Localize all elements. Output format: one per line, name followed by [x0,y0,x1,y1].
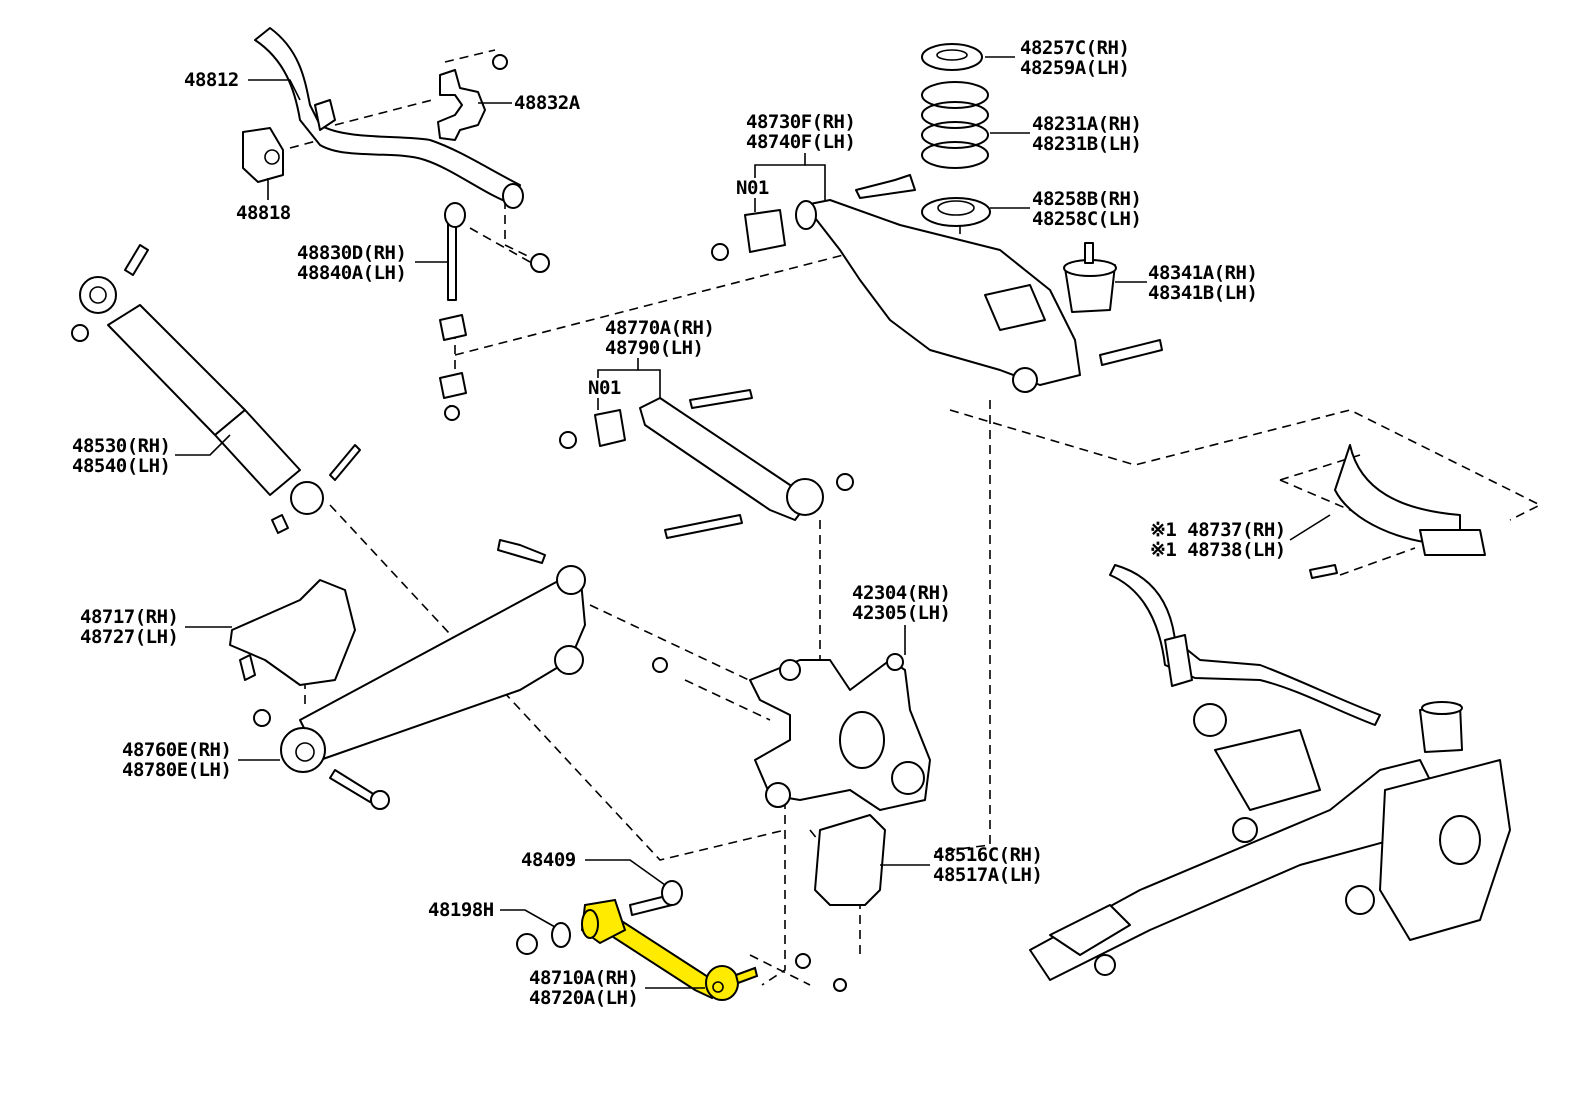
upper-link [559,389,854,539]
stabilizer-bracket [437,54,508,141]
label-n01-upper: N01 [736,178,769,198]
part-number: 48710A(RH) [529,967,639,989]
suspension-cover [1309,444,1486,579]
part-number: 48259A(LH) [1020,57,1130,79]
part-number: 48717(RH) [80,606,179,628]
label-48257c: 48257C(RH)48259A(LH) [1020,37,1130,79]
label-48770a: 48770A(RH)48790(LH) [605,317,715,359]
coil-spring [921,81,989,169]
label-42304: 42304(RH)42305(LH) [852,582,951,624]
label-48730f: 48730F(RH)48740F(LH) [746,111,856,153]
leader-lines [175,56,1331,989]
part-number: 48730F(RH) [746,111,856,133]
part-number: 48540(LH) [72,455,171,477]
part-number: 48720A(LH) [529,987,639,1009]
part-number: 48780E(LH) [122,759,232,781]
toe-link-hardware [516,880,811,969]
part-number: 42305(LH) [852,602,951,624]
label-48717: 48717(RH)48727(LH) [80,606,179,648]
part-number: 48530(RH) [72,435,171,457]
lower-control-arm [711,174,1163,393]
label-48812: 48812 [184,70,239,90]
label-48258b: 48258B(RH)48258C(LH) [1032,188,1142,230]
part-number: 48760E(RH) [122,739,232,761]
part-number: N01 [588,377,621,399]
part-number: 48198H [428,899,494,921]
part-number: 48257C(RH) [1020,37,1130,59]
stabilizer-bushing [242,127,284,183]
part-number: 48790(LH) [605,337,704,359]
upper-spring-seat [921,43,983,71]
label-n01-lower: N01 [588,378,621,398]
label-48760e: 48760E(RH)48780E(LH) [122,739,232,781]
stabilizer-bar [254,27,524,209]
label-48516c: 48516C(RH)48517A(LH) [933,844,1043,886]
part-number: 48341B(LH) [1148,282,1258,304]
stabilizer-link [439,202,550,421]
part-number: 48516C(RH) [933,844,1043,866]
shock-absorber [71,244,361,534]
part-number: ※1 48737(RH) [1150,519,1286,541]
part-number: 48341A(RH) [1148,262,1258,284]
part-number: 48832A [514,92,580,114]
bump-stopper [1063,242,1117,313]
label-48710a: 48710A(RH)48720A(LH) [529,967,639,1009]
highlighted-toe-link [580,898,759,1001]
trailing-arm [253,539,586,810]
part-number: 48818 [236,202,291,224]
part-number: 48231A(RH) [1032,113,1142,135]
label-48737: ※1 48737(RH)※1 48738(LH) [1150,520,1286,560]
part-number: 48517A(LH) [933,864,1043,886]
label-48341a: 48341A(RH)48341B(LH) [1148,262,1258,304]
part-number: 48840A(LH) [297,262,407,284]
rear-axle-carrier [652,653,931,811]
axle-bracket [814,814,886,992]
part-number: 48770A(RH) [605,317,715,339]
part-number: 48727(LH) [80,626,179,648]
label-48409: 48409 [521,850,576,870]
part-number: 42304(RH) [852,582,951,604]
label-48530: 48530(RH)48540(LH) [72,435,171,477]
part-number: 48740F(LH) [746,131,856,153]
part-number: 48812 [184,69,239,91]
label-48830d: 48830D(RH)48840A(LH) [297,242,407,284]
assembled-suspension-view [1029,564,1511,981]
trailing-arm-bracket [229,579,356,686]
part-number: 48830D(RH) [297,242,407,264]
part-number: 48258B(RH) [1032,188,1142,210]
lower-spring-seat [921,197,991,227]
label-48198h: 48198H [428,900,494,920]
part-number: ※1 48738(LH) [1150,539,1286,561]
part-number: N01 [736,177,769,199]
label-48832a: 48832A [514,93,580,113]
label-48818: 48818 [236,203,291,223]
part-number: 48258C(LH) [1032,208,1142,230]
part-number: 48409 [521,849,576,871]
label-48231a: 48231A(RH)48231B(LH) [1032,113,1142,155]
part-number: 48231B(LH) [1032,133,1142,155]
